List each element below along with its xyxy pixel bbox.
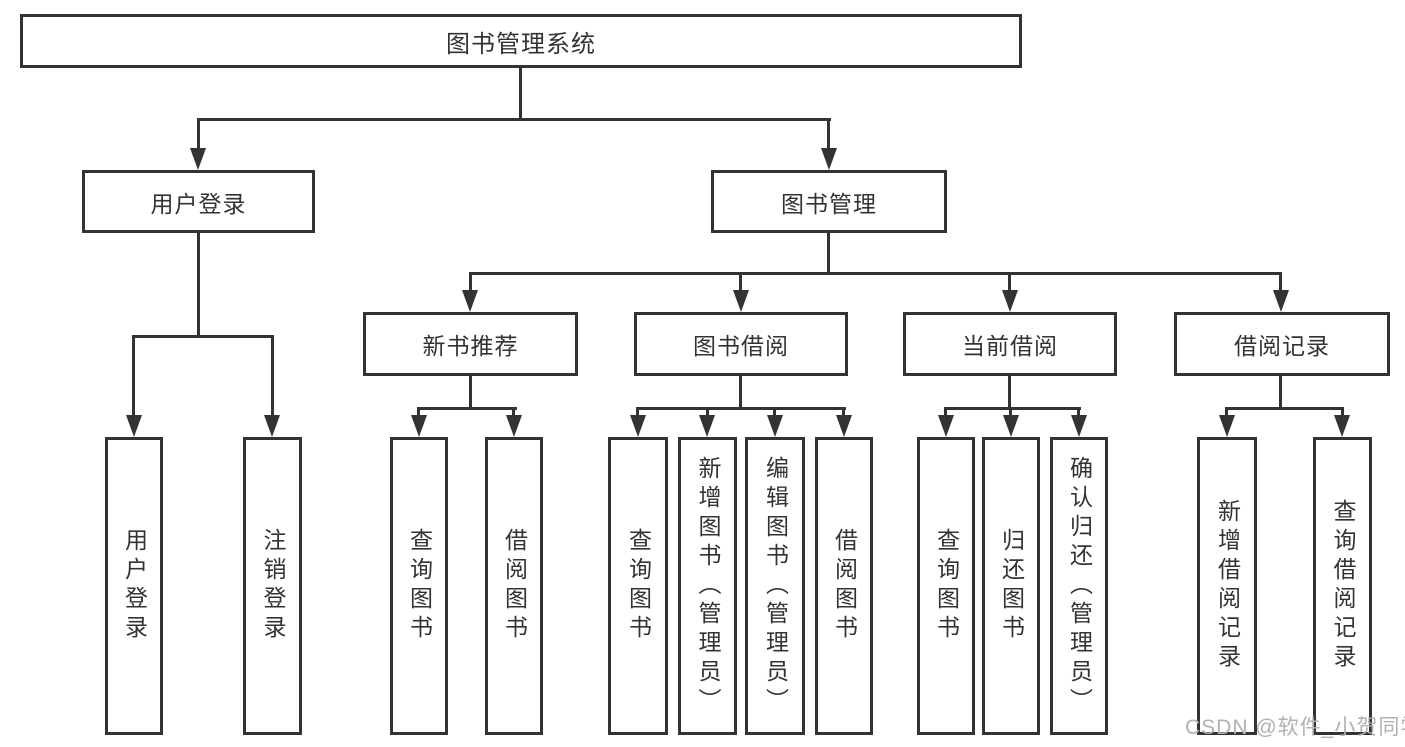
connector-vline bbox=[1279, 272, 1282, 292]
connector-vline bbox=[469, 272, 472, 292]
connector-vline bbox=[636, 407, 639, 417]
connector-vline bbox=[706, 407, 709, 417]
node-root-label: 图书管理系统 bbox=[446, 30, 596, 58]
arrow-down-icon bbox=[767, 415, 783, 437]
connector-vline bbox=[739, 376, 742, 407]
connector-vline bbox=[1077, 407, 1080, 417]
connector-vline bbox=[944, 407, 947, 417]
node-cb-query-books: 查询图书 bbox=[917, 437, 975, 735]
node-root: 图书管理系统 bbox=[20, 14, 1022, 68]
connector-vline bbox=[739, 272, 742, 292]
node-book-borrow: 图书借阅 bbox=[634, 312, 848, 376]
arrow-down-icon bbox=[836, 415, 852, 437]
node-br-add-record-label: 新增借阅记录 bbox=[1214, 499, 1241, 673]
node-bb-edit-books-label: 编辑图书（管理员） bbox=[762, 455, 789, 717]
node-nb-query-books-label: 查询图书 bbox=[406, 528, 433, 644]
node-bb-add-books: 新增图书（管理员） bbox=[678, 437, 737, 735]
connector-hline bbox=[1225, 407, 1344, 410]
arrow-down-icon bbox=[1219, 415, 1235, 437]
arrow-down-icon bbox=[1273, 290, 1289, 312]
connector-hline bbox=[469, 272, 1282, 275]
node-book-borrow-label: 图书借阅 bbox=[693, 333, 789, 359]
connector-vline bbox=[469, 376, 472, 407]
connector-vline bbox=[1008, 272, 1011, 292]
node-br-query-record-label: 查询借阅记录 bbox=[1330, 499, 1356, 673]
csdn-watermark: CSDN @软件_小贺同学 bbox=[1185, 716, 1405, 739]
node-nb-borrow-books-label: 借阅图书 bbox=[501, 528, 528, 644]
connector-vline bbox=[827, 118, 830, 150]
node-nb-query-books: 查询图书 bbox=[390, 437, 448, 735]
node-current-borrow: 当前借阅 bbox=[903, 312, 1117, 376]
connector-hline bbox=[636, 407, 846, 410]
node-bb-borrow-books-label: 借阅图书 bbox=[831, 528, 858, 644]
node-borrow-records: 借阅记录 bbox=[1174, 312, 1390, 376]
node-cb-confirm-return-label: 确认归还（管理员） bbox=[1066, 455, 1093, 717]
node-bb-borrow-books: 借阅图书 bbox=[815, 437, 873, 735]
arrow-down-icon bbox=[1334, 415, 1350, 437]
connector-hline bbox=[417, 407, 517, 410]
node-leaf-user-login-label: 用户登录 bbox=[121, 528, 148, 644]
connector-vline bbox=[512, 407, 515, 417]
node-leaf-logout: 注销登录 bbox=[243, 437, 302, 735]
node-bb-query-books-label: 查询图书 bbox=[625, 528, 652, 644]
node-book-mgmt-branch-label: 图书管理 bbox=[781, 190, 877, 217]
arrow-down-icon bbox=[1002, 290, 1018, 312]
node-leaf-logout-label: 注销登录 bbox=[260, 528, 286, 644]
arrow-down-icon bbox=[1003, 415, 1019, 437]
node-user-login-branch-label: 用户登录 bbox=[150, 190, 247, 217]
node-bb-add-books-label: 新增图书（管理员） bbox=[695, 455, 721, 717]
arrow-down-icon bbox=[733, 290, 749, 312]
connector-hline bbox=[132, 335, 274, 338]
connector-vline bbox=[197, 233, 200, 335]
connector-vline bbox=[417, 407, 420, 417]
node-new-books: 新书推荐 bbox=[363, 312, 578, 376]
node-book-mgmt-branch: 图书管理 bbox=[711, 170, 947, 233]
node-leaf-user-login: 用户登录 bbox=[105, 437, 163, 735]
arrow-down-icon bbox=[1071, 415, 1087, 437]
node-br-add-record: 新增借阅记录 bbox=[1197, 437, 1257, 735]
arrow-down-icon bbox=[630, 415, 646, 437]
node-bb-query-books: 查询图书 bbox=[608, 437, 668, 735]
connector-vline bbox=[1008, 376, 1011, 407]
node-cb-return-books-label: 归还图书 bbox=[998, 528, 1025, 644]
connector-vline bbox=[271, 335, 274, 417]
connector-vline bbox=[1225, 407, 1228, 417]
connector-vline bbox=[773, 407, 776, 417]
connector-vline bbox=[1341, 407, 1344, 417]
arrow-down-icon bbox=[699, 415, 715, 437]
connector-vline bbox=[842, 407, 845, 417]
connector-vline bbox=[1279, 376, 1282, 407]
connector-vline bbox=[132, 335, 135, 417]
connector-vline bbox=[197, 118, 200, 150]
connector-vline bbox=[1009, 407, 1012, 417]
connector-hline bbox=[197, 118, 831, 121]
node-br-query-record: 查询借阅记录 bbox=[1313, 437, 1372, 735]
arrow-down-icon bbox=[821, 148, 837, 170]
arrow-down-icon bbox=[190, 148, 206, 170]
arrow-down-icon bbox=[264, 415, 280, 437]
arrow-down-icon bbox=[411, 415, 427, 437]
arrow-down-icon bbox=[506, 415, 522, 437]
connector-vline bbox=[827, 233, 830, 275]
arrow-down-icon bbox=[938, 415, 954, 437]
arrow-down-icon bbox=[126, 415, 142, 437]
connector-vline bbox=[519, 68, 522, 121]
node-borrow-records-label: 借阅记录 bbox=[1234, 333, 1330, 359]
connector-hline bbox=[944, 407, 1081, 410]
node-cb-confirm-return: 确认归还（管理员） bbox=[1050, 437, 1108, 735]
node-new-books-label: 新书推荐 bbox=[422, 333, 519, 359]
node-bb-edit-books: 编辑图书（管理员） bbox=[745, 437, 805, 735]
node-cb-return-books: 归还图书 bbox=[982, 437, 1040, 735]
node-nb-borrow-books: 借阅图书 bbox=[485, 437, 543, 735]
node-cb-query-books-label: 查询图书 bbox=[933, 528, 960, 644]
node-current-borrow-label: 当前借阅 bbox=[962, 333, 1058, 359]
node-user-login-branch: 用户登录 bbox=[82, 170, 315, 233]
arrow-down-icon bbox=[462, 290, 478, 312]
